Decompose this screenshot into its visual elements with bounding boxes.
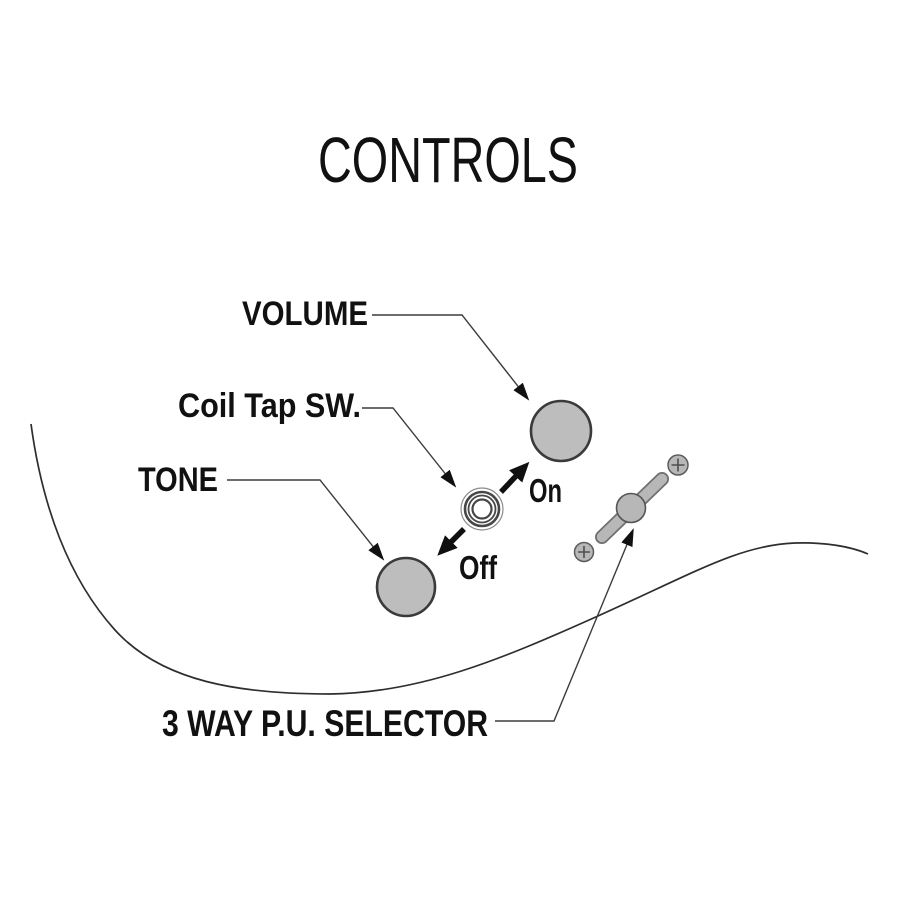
screw-cross-icon [578,546,590,558]
on-direction-arrow [498,461,530,494]
on-label: On [529,472,562,509]
off-direction-arrow [437,527,466,556]
selector-leader-arrow [495,528,634,722]
coil-tap-ring-3 [467,494,497,524]
off-label: Off [459,549,498,586]
screw-cross-icon [671,458,685,472]
page-title: CONTROLS [318,124,578,196]
selector-screw-bottom [573,541,595,563]
selector-label: 3 WAY P.U. SELECTOR [162,703,488,744]
coil-tap-outer-ring [460,487,504,531]
tone-leader-arrow [227,479,385,561]
coil-tap-center [471,498,493,520]
selector-knob [615,492,647,524]
tone-knob [375,556,437,618]
coil-tap-ring-2 [463,490,501,528]
coil-tap-leader-arrow [362,407,457,488]
volume-label: VOLUME [242,295,368,333]
selector-screw-top [667,454,689,476]
tone-label: TONE [138,461,218,499]
pickup-selector-switch [573,454,689,563]
coil-tap-label: Coil Tap SW. [178,387,361,425]
volume-leader-arrow [372,314,530,401]
volume-knob [529,399,593,463]
guitar-body-outline [30,423,869,695]
coil-tap-switch [460,487,504,531]
